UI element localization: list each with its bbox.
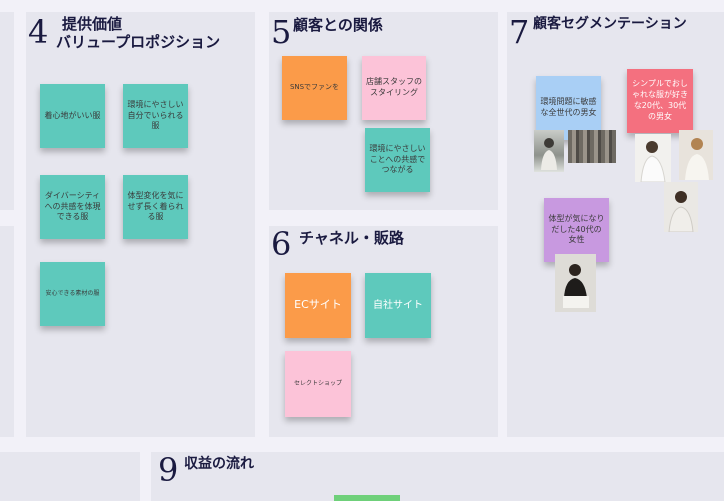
person-silhouette-icon [668,191,694,232]
customer-relationship-panel[interactable]: 5 顧客との関係 SNSでファンを 店舗スタッフのスタイリング 環境にやさしいこ… [269,12,498,210]
sticky-note[interactable]: 環境にやさしいことへの共感でつながる [365,128,430,192]
sticky-note[interactable]: 環境にやさしい自分でいられる服 [123,84,188,148]
person-silhouette-icon [541,138,557,170]
sticky-note[interactable]: 環境問題に敏感な全世代の男女 [536,76,601,140]
sticky-note[interactable]: 体型変化を気にせず長く着られる服 [123,175,188,239]
panel-fragment-left-top [0,12,14,210]
sticky-note[interactable]: シンプルでおしゃれな服が好きな20代、30代の男女 [627,69,693,133]
sticky-note[interactable]: 安心できる素材の服 [40,262,105,326]
sticky-note[interactable]: ECサイト [285,273,351,338]
panel-fragment-bottom-left [0,452,140,501]
value-proposition-panel[interactable]: 4 提供価値 バリュープロポジション 着心地がいい服 環境にやさしい自分でいられ… [26,12,255,437]
person-photo[interactable] [635,134,671,182]
person-photo[interactable] [664,182,698,232]
person-photo[interactable] [534,130,564,172]
value-proposition-number: 4 [28,13,49,51]
customer-segments-panel[interactable]: 7 顧客セグメンテーション 環境問題に敏感な全世代の男女 シンプルでおしゃれな服… [507,12,724,437]
sticky-note[interactable]: 着心地がいい服 [40,84,105,148]
person-photo[interactable] [679,130,713,180]
panel-fragment-left-bottom [0,226,14,437]
revenue-streams-panel[interactable]: 9 収益の流れ [151,452,724,501]
channels-title: チャネル・販路 [299,229,404,247]
sticky-note[interactable]: 体型が気になりだした40代の女性 [544,198,609,262]
sticky-note[interactable]: セレクトショップ [285,351,351,417]
revenue-streams-number: 9 [158,451,179,489]
channels-number: 6 [271,225,292,263]
value-proposition-title: 提供価値 [62,15,123,33]
customer-relationship-number: 5 [271,13,292,51]
customer-segments-number: 7 [509,13,530,51]
sticky-note[interactable]: 店舗スタッフのスタイリング [362,56,426,120]
sticky-note[interactable]: ダイバーシティへの共感を体現できる服 [40,175,105,239]
channels-panel[interactable]: 6 チャネル・販路 ECサイト 自社サイト セレクトショップ [269,226,498,437]
person-photo[interactable] [555,254,596,312]
revenue-streams-title: 収益の流れ [184,456,254,472]
person-silhouette-icon [640,141,666,182]
customer-relationship-title: 顧客との関係 [293,16,383,34]
sticky-note[interactable]: 自社サイト [365,273,431,338]
sticky-note[interactable]: SNSでファンを [282,56,347,120]
person-silhouette-icon [685,138,709,180]
person-silhouette-icon [563,264,589,308]
fabric-photo[interactable] [568,130,616,163]
customer-segments-title: 顧客セグメンテーション [533,16,687,32]
sticky-note[interactable] [334,495,400,501]
value-proposition-subtitle: バリュープロポジション [56,33,221,51]
